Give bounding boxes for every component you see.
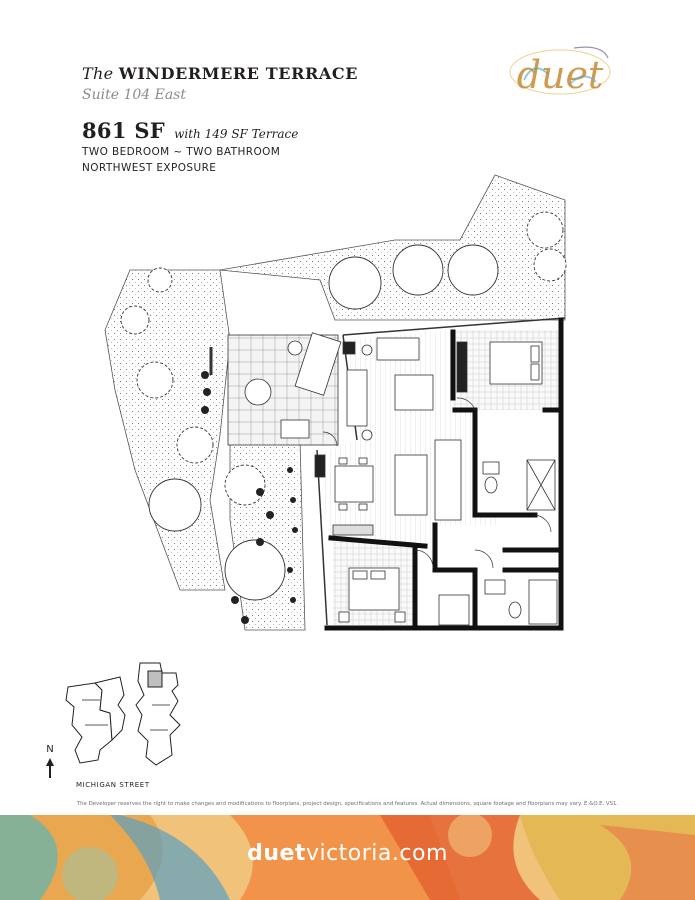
suite-label: Suite 104 East (82, 87, 186, 103)
url-domain: victoria.com (305, 841, 448, 866)
bed-primary (456, 341, 543, 393)
website-url[interactable]: duetvictoria.com (0, 841, 695, 866)
floor-plan (95, 170, 595, 654)
walls (324, 317, 564, 631)
bed-bath-label: TWO BEDROOM ~ TWO BATHROOM (82, 146, 281, 158)
kitchen-dining (332, 439, 462, 536)
area-line: 861 SF with 149 SF Terrace (82, 118, 298, 143)
title-prefix: The (82, 64, 114, 83)
suite-highlight (147, 670, 163, 688)
plan-title: The WINDERMERE TERRACE (82, 64, 358, 83)
north-arrow-icon: N (40, 742, 60, 782)
bed-second (338, 567, 406, 623)
duet-logo: duet (504, 40, 616, 110)
bathrooms (438, 459, 558, 626)
key-plan (60, 655, 200, 779)
street-label: MICHIGAN STREET (76, 781, 150, 789)
logo-text: duet (517, 53, 604, 97)
living-furniture (314, 337, 434, 478)
exposure-label: NORTHWEST EXPOSURE (82, 162, 217, 174)
watercolor-background (0, 815, 695, 900)
terrace (209, 332, 342, 446)
trees (120, 211, 567, 601)
footer-banner: duetvictoria.com (0, 815, 695, 900)
door-swings (322, 397, 552, 569)
disclaimer: The Developer reserves the right to make… (76, 801, 619, 807)
url-brand: duet (247, 841, 306, 866)
title-name: WINDERMERE TERRACE (118, 64, 359, 83)
terrace-area: with 149 SF Terrace (174, 127, 299, 141)
north-label: N (46, 744, 53, 755)
area-sf: 861 SF (82, 118, 166, 143)
